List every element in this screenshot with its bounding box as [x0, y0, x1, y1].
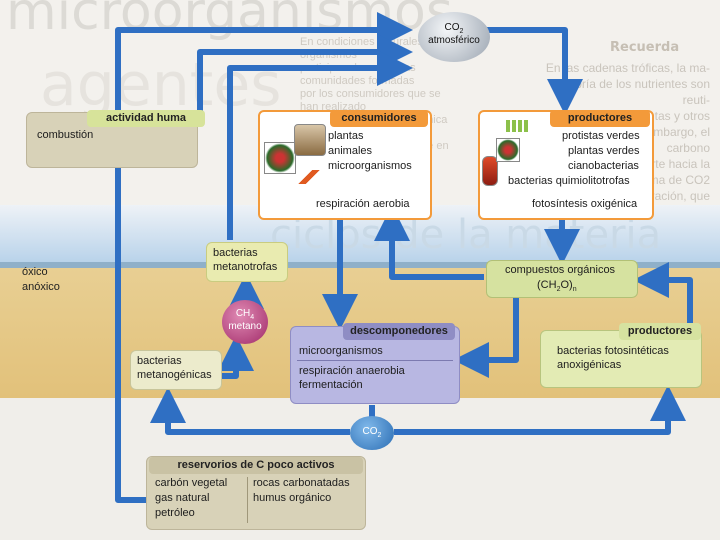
producers-item-quimiolitotrofas: bacterias quimiolitotrofas — [508, 175, 630, 187]
arrow-compuestos-to-consumidores — [374, 205, 484, 280]
microorganism-image — [298, 170, 320, 184]
consumers-box: consumidores plantas animales microorgan… — [258, 110, 432, 220]
co2-top-subscript: 2 — [459, 28, 464, 35]
organic-compounds-formula: (CH2O)n — [537, 279, 577, 294]
decomposers-divider — [297, 360, 453, 361]
co2-top-caption: atmosférico — [428, 35, 480, 46]
producers-bottom-line2: anoxigénicas — [557, 359, 622, 371]
reservoir-item-humus: humus orgánico — [253, 492, 332, 504]
methanogen-line1: bacterias — [137, 355, 182, 367]
arrow-metanogenicas-to-metano — [218, 335, 254, 379]
animal-image — [294, 124, 326, 156]
arrow-productores-bottom-to-compuestos — [633, 262, 693, 340]
co2-atmospheric-bubble: CO2 atmosférico — [418, 12, 490, 62]
reservoir-item-carbon: carbón vegetal — [155, 477, 228, 489]
decomposers-item-fermentacion: fermentación — [299, 379, 363, 391]
producers-top-title: productores — [550, 110, 650, 127]
producers-item-cianobacterias: cianobacterias — [568, 160, 639, 172]
arrow-combustion-to-co2 — [197, 34, 413, 118]
green-plant-image — [496, 138, 520, 162]
arrow-compuestos-to-descomponedores — [453, 290, 519, 378]
side-title: Recuerda — [610, 40, 680, 55]
co2-bottom-bubble: CO2 — [350, 416, 394, 450]
decomposers-title: descomponedores — [343, 323, 455, 340]
combustion-label: combustión — [37, 129, 94, 141]
producers-top-footer: fotosíntesis oxigénica — [532, 198, 638, 210]
plant-image — [264, 142, 296, 174]
decomposers-item-microorganismos: microorganismos — [299, 345, 383, 357]
arrow-co2-to-productores-bottom — [394, 385, 686, 435]
consumers-item-animales: animales — [328, 145, 373, 157]
co2-top-formula: CO — [444, 22, 460, 33]
decomposers-box: descomponedores microorganismos respirac… — [290, 323, 460, 404]
reservoir-item-petroleo: petróleo — [155, 507, 195, 519]
consumers-item-plantas: plantas — [328, 130, 364, 142]
anoxic-label: anóxico — [22, 281, 60, 293]
reservoirs-title: reservorios de C poco activos — [149, 457, 363, 474]
methanotroph-line1: bacterias — [213, 247, 258, 259]
protist-image — [482, 156, 498, 186]
arrow-co2-to-metanogenicas — [150, 387, 350, 435]
arrow-metanotrofas-to-co2 — [227, 50, 413, 240]
arrow-co2-to-productores — [460, 27, 583, 115]
methanotroph-box: bacterias metanotrofas — [206, 242, 288, 282]
producers-item-plantas: plantas verdes — [568, 145, 640, 157]
producers-item-protistas: protistas verdes — [562, 130, 640, 142]
methane-bubble: CH4 metano — [222, 300, 268, 344]
methane-formula: CH — [235, 308, 251, 319]
decomposers-item-anaerobia: respiración anaerobia — [299, 365, 405, 377]
reservoir-item-rocas: rocas carbonatadas — [253, 477, 350, 489]
organic-compounds-line1: compuestos orgánicos — [505, 264, 616, 276]
human-activity-box: actividad huma combustión — [26, 110, 205, 168]
consumers-title: consumidores — [330, 110, 428, 127]
cyanobacteria-image — [506, 120, 528, 132]
methanogen-line2: metanogénicas — [137, 369, 212, 381]
consumers-footer: respiración aerobia — [316, 198, 410, 210]
methanotroph-line2: metanotrofas — [213, 261, 278, 273]
producers-bottom-line1: bacterias fotosintéticas — [557, 345, 669, 357]
reservoirs-box: reservorios de C poco activos carbón veg… — [146, 456, 366, 530]
methanogen-box: bacterias metanogénicas — [130, 350, 222, 390]
producers-bottom-title: productores — [619, 323, 701, 340]
producers-bottom-box: productores bacterias fotosintéticas ano… — [540, 323, 702, 388]
interface-line — [0, 262, 720, 268]
organic-compounds-box: compuestos orgánicos (CH2O)n — [486, 260, 638, 298]
human-activity-title: actividad huma — [87, 110, 205, 127]
consumers-item-microorganismos: microorganismos — [328, 160, 412, 172]
methane-subscript: 4 — [250, 314, 255, 321]
oxic-label: óxico — [22, 266, 48, 278]
co2-bottom-subscript: 2 — [377, 432, 382, 439]
methane-label: metano — [228, 321, 262, 332]
arrow-reservoir-to-co2 — [115, 12, 413, 503]
background-word: agentes — [40, 50, 282, 120]
reservoir-item-gas: gas natural — [155, 492, 210, 504]
reservoirs-divider — [247, 477, 248, 523]
co2-bottom-formula: CO — [362, 426, 378, 437]
producers-top-box: productores protistas verdes plantas ver… — [478, 110, 654, 220]
